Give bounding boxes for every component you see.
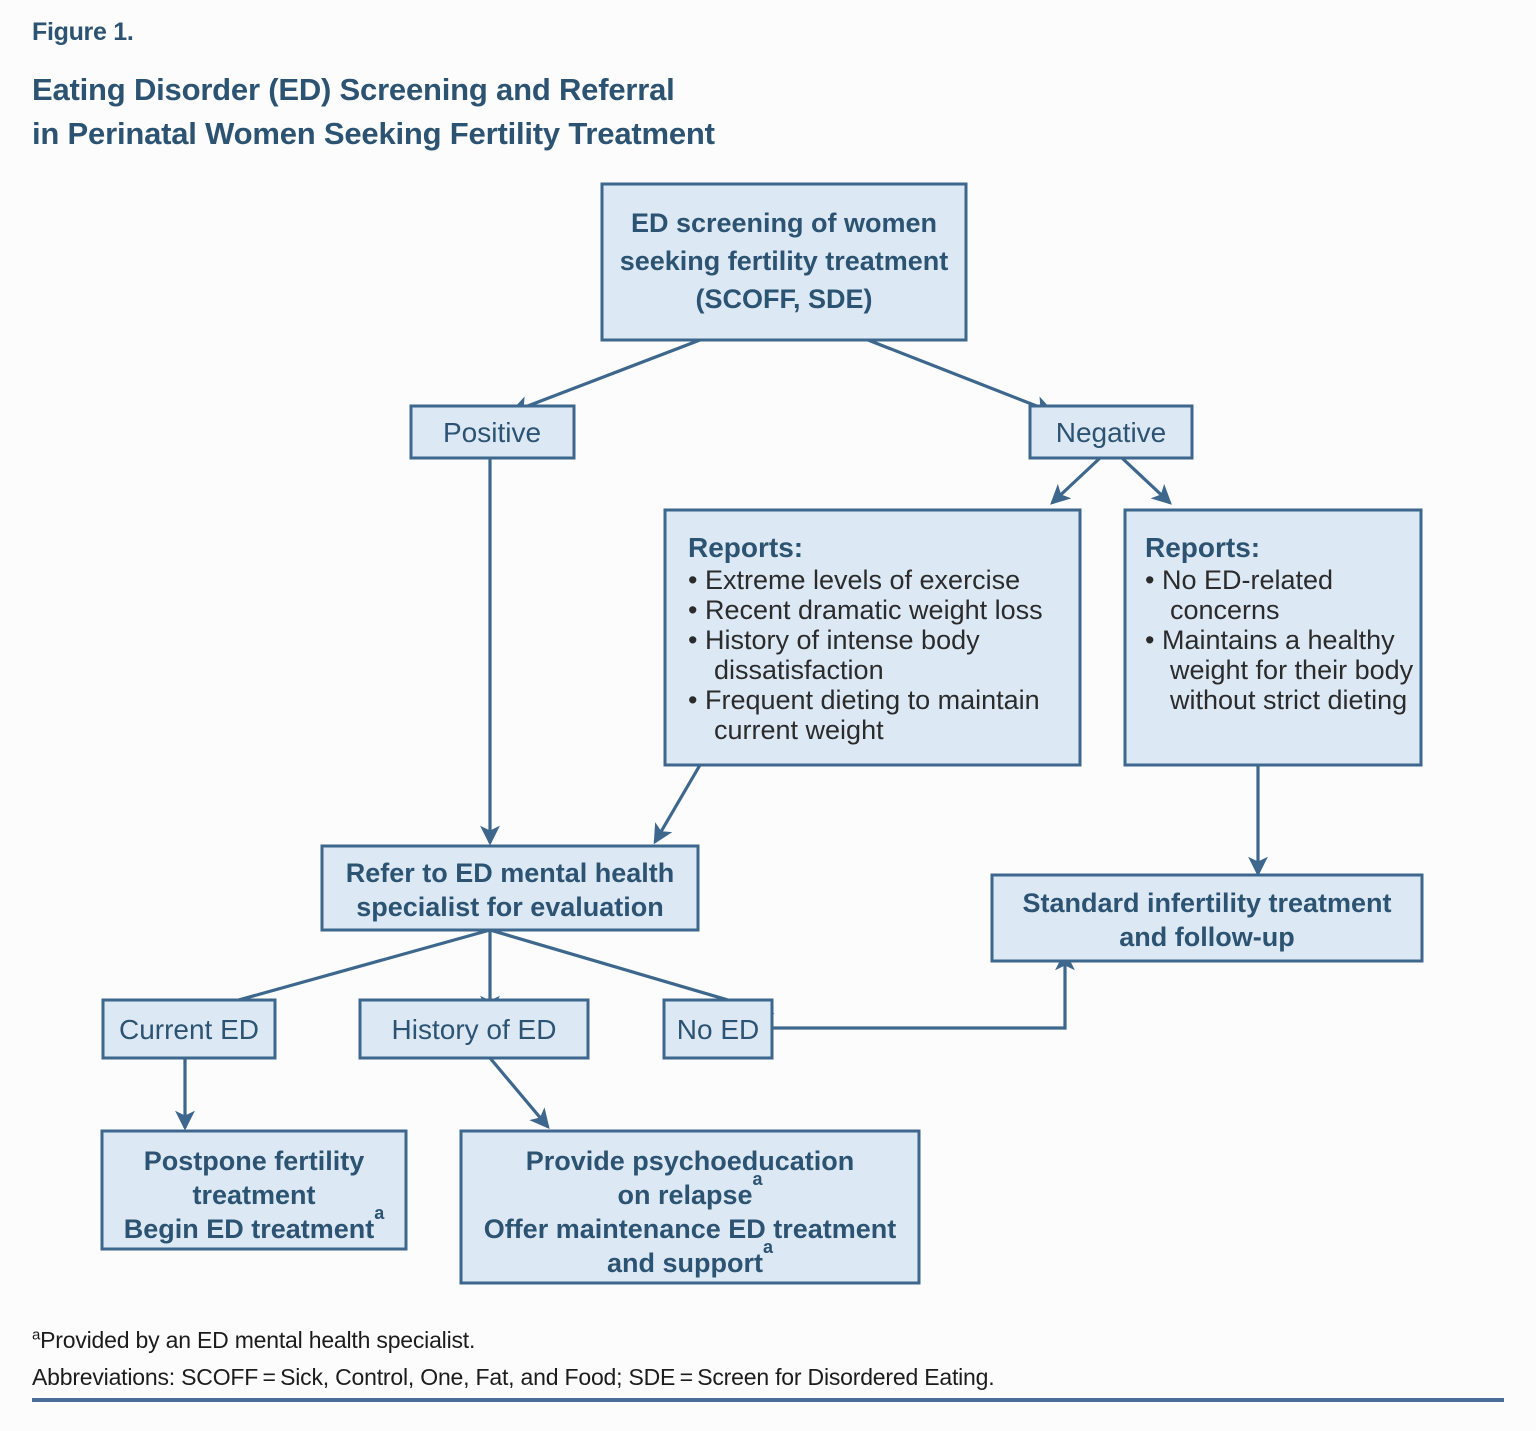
node-current-ed-label: Current ED bbox=[119, 1014, 259, 1045]
node-psychoed-line-3: Offer maintenance ED treatment bbox=[484, 1214, 897, 1244]
node-ed-screening-line-3: (SCOFF, SDE) bbox=[695, 284, 872, 314]
node-reports-negative-bullet-2-cont-1: weight for their body bbox=[1169, 655, 1414, 685]
node-reports-negative-bullet-2-cont-2: without strict dieting bbox=[1169, 685, 1407, 715]
node-reports-negative-bullet-1-cont: concerns bbox=[1170, 595, 1280, 625]
node-positive[interactable]: Positive bbox=[409, 404, 576, 460]
node-positive-label: Positive bbox=[443, 417, 541, 448]
node-current-ed[interactable]: Current ED bbox=[101, 998, 277, 1060]
footnote-specialist: aProvided by an ED mental health special… bbox=[32, 1322, 994, 1359]
figure-title-line-1: Eating Disorder (ED) Screening and Refer… bbox=[32, 72, 675, 107]
edge-negative-to-reports-positive bbox=[1050, 456, 1102, 505]
edge-no-ed-to-standard bbox=[772, 950, 1075, 1030]
figure-title: Eating Disorder (ED) Screening and Refer… bbox=[32, 68, 715, 156]
node-postpone-fertility[interactable]: Postpone fertility treatment Begin ED tr… bbox=[100, 1129, 408, 1251]
flowchart: ED screening of women seeking fertility … bbox=[0, 170, 1536, 1310]
node-psychoed-line-1: Provide psychoeducation bbox=[526, 1146, 855, 1176]
node-reports-positive-bullet-3-cont: dissatisfaction bbox=[714, 655, 884, 685]
edge-reports-positive-to-refer bbox=[653, 764, 702, 845]
edge-negative-to-reports-negative bbox=[1120, 456, 1172, 505]
node-negative-label: Negative bbox=[1056, 417, 1167, 448]
bottom-rule bbox=[32, 1398, 1504, 1402]
node-reports-negative-bullet-2: • Maintains a healthy bbox=[1145, 625, 1395, 655]
node-history-of-ed[interactable]: History of ED bbox=[358, 998, 590, 1060]
node-reports-positive-bullet-4: • Frequent dieting to maintain bbox=[688, 685, 1040, 715]
node-standard-infertility-treatment[interactable]: Standard infertility treatment and follo… bbox=[990, 873, 1424, 963]
node-refer-line-1: Refer to ED mental health bbox=[346, 858, 675, 888]
node-standard-line-1: Standard infertility treatment bbox=[1022, 888, 1391, 918]
edge-history-ed-to-psychoeducation bbox=[488, 1056, 550, 1129]
node-reports-positive[interactable]: Reports: • Extreme levels of exercise • … bbox=[663, 508, 1082, 767]
node-no-ed-label: No ED bbox=[677, 1014, 759, 1045]
node-reports-negative-header: Reports: bbox=[1145, 532, 1260, 563]
edge-screening-to-negative bbox=[867, 338, 1055, 415]
node-reports-positive-header: Reports: bbox=[688, 532, 803, 563]
edge-screening-to-positive bbox=[509, 338, 701, 416]
node-ed-screening[interactable]: ED screening of women seeking fertility … bbox=[600, 182, 968, 342]
footnote-abbreviations: Abbreviations: SCOFF = Sick, Control, On… bbox=[32, 1363, 995, 1390]
node-refer-line-2: specialist for evaluation bbox=[356, 892, 664, 922]
node-reports-positive-bullet-3: • History of intense body bbox=[688, 625, 980, 655]
footnote-specialist-text: Provided by an ED mental health speciali… bbox=[40, 1327, 476, 1353]
node-ed-screening-line-2: seeking fertility treatment bbox=[620, 246, 949, 276]
footnotes: aProvided by an ED mental health special… bbox=[32, 1322, 995, 1396]
node-no-ed[interactable]: No ED bbox=[662, 998, 774, 1060]
node-provide-psychoeducation[interactable]: Provide psychoeducation on relapsea Offe… bbox=[459, 1129, 921, 1285]
node-refer-to-specialist[interactable]: Refer to ED mental health specialist for… bbox=[320, 844, 700, 932]
node-standard-line-2: and follow-up bbox=[1119, 922, 1294, 952]
node-reports-positive-bullet-4-cont: current weight bbox=[714, 715, 884, 745]
figure-title-line-2: in Perinatal Women Seeking Fertility Tre… bbox=[32, 116, 715, 152]
figure-label: Figure 1. bbox=[32, 18, 134, 46]
node-history-of-ed-label: History of ED bbox=[392, 1014, 557, 1045]
node-psychoed-line-2: on relapsea bbox=[617, 1169, 763, 1210]
node-postpone-line-1: Postpone fertility bbox=[144, 1146, 365, 1176]
node-reports-negative-bullet-1: • No ED-related bbox=[1145, 565, 1333, 595]
node-ed-screening-line-1: ED screening of women bbox=[631, 208, 937, 238]
footnote-marker: a bbox=[32, 1326, 41, 1344]
node-reports-positive-bullet-2: • Recent dramatic weight loss bbox=[688, 595, 1043, 625]
node-reports-negative[interactable]: Reports: • No ED-related concerns • Main… bbox=[1123, 508, 1423, 767]
node-postpone-line-3: Begin ED treatmenta bbox=[124, 1203, 386, 1244]
node-psychoed-line-4: and supporta bbox=[607, 1237, 774, 1278]
node-reports-positive-bullet-1: • Extreme levels of exercise bbox=[688, 565, 1020, 595]
node-negative[interactable]: Negative bbox=[1028, 404, 1194, 460]
node-postpone-line-2: treatment bbox=[192, 1180, 315, 1210]
